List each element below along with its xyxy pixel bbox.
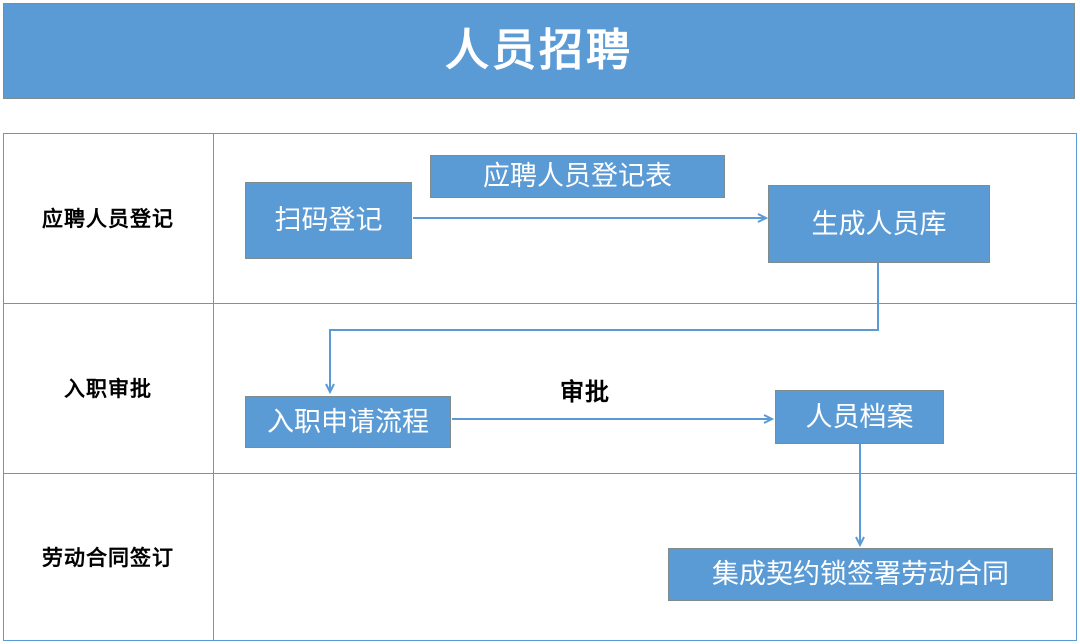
node-personnel-archive[interactable]: 人员档案 [775, 390, 944, 444]
edge-label-approval: 审批 [560, 379, 610, 406]
grid-vline-1 [213, 134, 214, 640]
page-header-banner: 人员招聘 [3, 3, 1075, 99]
node-generate-talent-pool[interactable]: 生成人员库 [768, 185, 990, 263]
node-applicant-registration-form[interactable]: 应聘人员登记表 [430, 155, 725, 198]
row-label-recruitment-registration: 应聘人员登记 [42, 208, 174, 231]
node-onboarding-application-process[interactable]: 入职申请流程 [245, 396, 451, 448]
node-integrated-qiyuesuo-labor-contract[interactable]: 集成契约锁签署劳动合同 [668, 548, 1053, 601]
node-scan-registration[interactable]: 扫码登记 [245, 182, 412, 259]
row-label-onboarding-approval: 入职审批 [64, 378, 152, 401]
grid-hline-2 [4, 472, 1076, 474]
page-title: 人员招聘 [445, 26, 633, 75]
row-label-labor-contract-signing: 劳动合同签订 [42, 547, 174, 570]
